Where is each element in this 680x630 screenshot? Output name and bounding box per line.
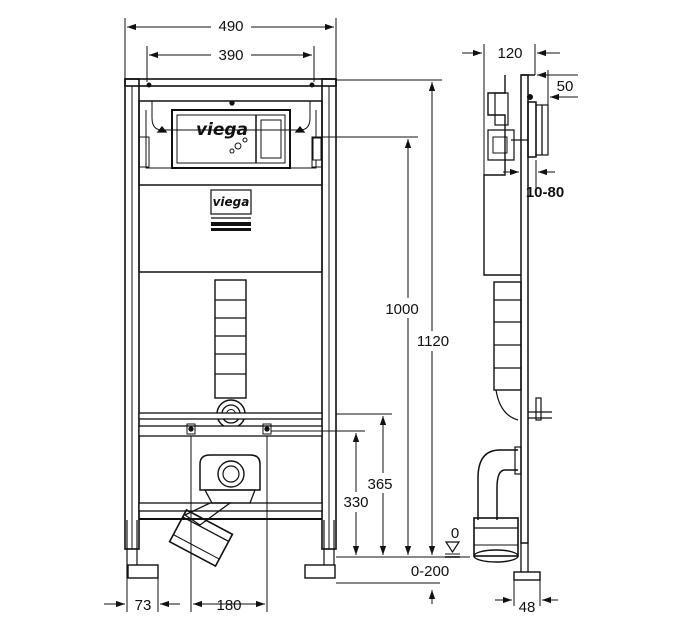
frame-logo: viega <box>213 195 250 209</box>
flush-plate-logo: viega <box>196 120 248 140</box>
side-dimensions <box>462 44 578 606</box>
dim-height-1000: 1000 <box>385 301 418 318</box>
dim-inner-width: 390 <box>218 47 243 64</box>
drain-bend <box>168 454 261 568</box>
flush-plate-logo-group: viega <box>196 120 248 154</box>
dim-cistern-50: 50 <box>557 78 574 95</box>
dim-wall-range: 10-80 <box>526 184 564 201</box>
dim-offset-73: 73 <box>135 597 152 614</box>
dim-floor-range: 0-200 <box>411 563 449 580</box>
mounting-bars <box>138 412 323 520</box>
flush-plate <box>171 109 291 169</box>
front-dimension-labels: 490 390 1000 1120 365 330 0 0-200 73 180 <box>135 16 460 614</box>
flush-pipe <box>214 279 247 429</box>
side-dimension-labels: 120 50 10-80 48 <box>497 45 573 616</box>
dim-height-330: 330 <box>343 494 368 511</box>
dim-overall-width: 490 <box>218 18 243 35</box>
side-view <box>473 74 552 581</box>
cistern <box>138 100 323 273</box>
dim-foot-48: 48 <box>519 599 536 616</box>
dim-depth-120: 120 <box>497 45 522 62</box>
dim-drain-180: 180 <box>216 597 241 614</box>
frame-label <box>210 189 252 231</box>
frame-outline <box>124 78 337 579</box>
dim-height-365: 365 <box>367 476 392 493</box>
dim-height-1120: 1120 <box>417 333 449 350</box>
dim-floor-zero: 0 <box>451 525 459 542</box>
front-view <box>124 78 337 579</box>
